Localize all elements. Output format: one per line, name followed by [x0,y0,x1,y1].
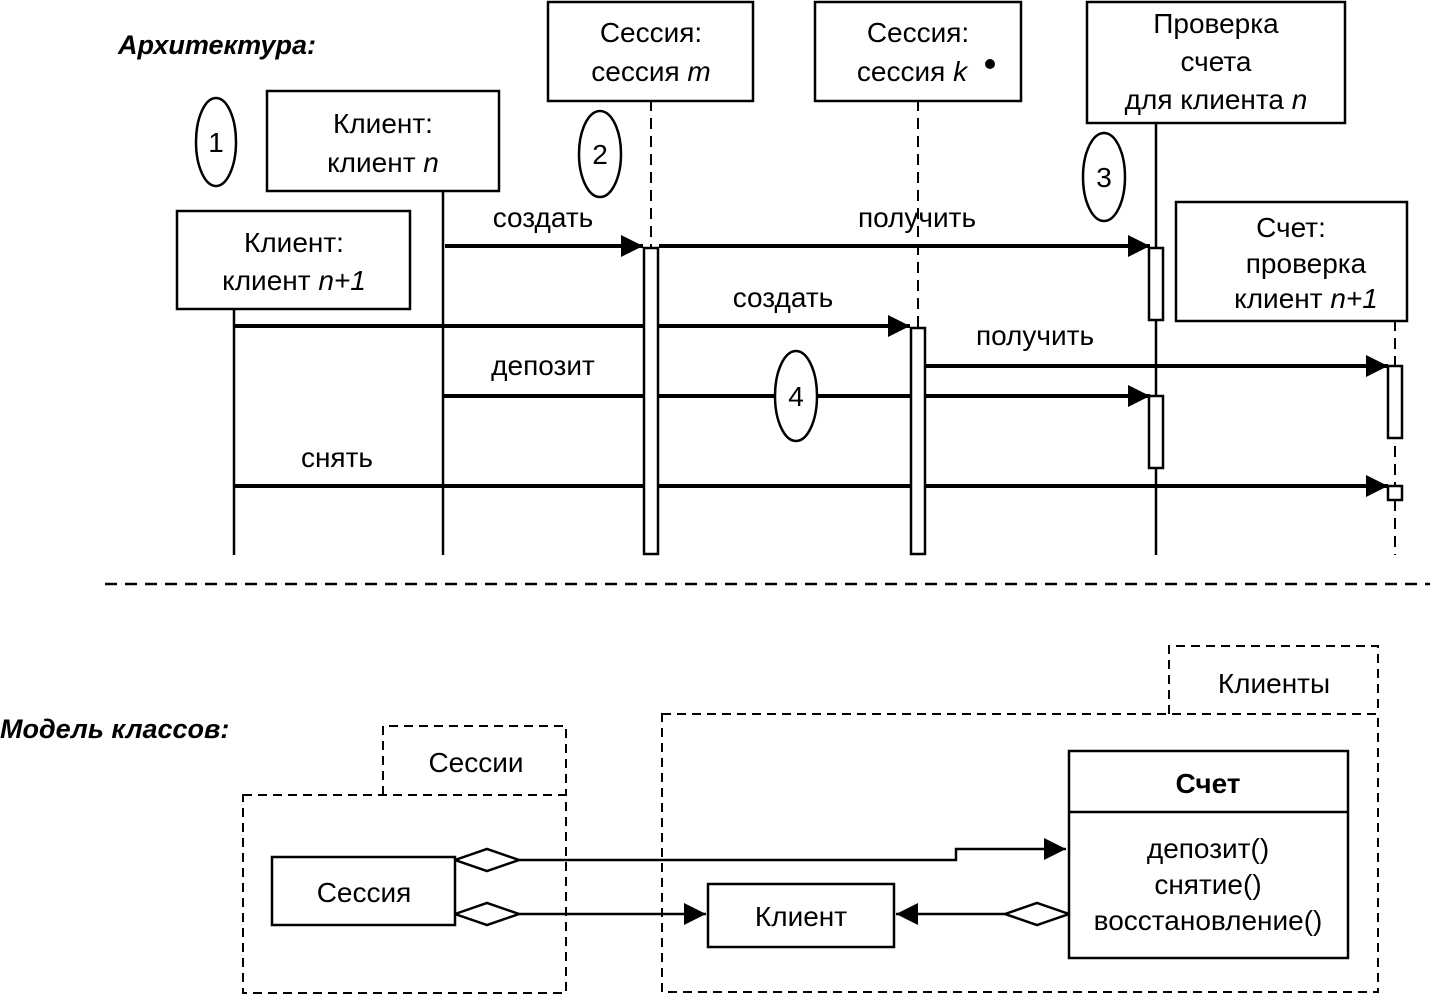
object-account-line2: проверка [1246,248,1367,279]
label-withdraw: снять [301,442,373,473]
object-account-line3: клиент [1234,283,1330,314]
class-account: Счет депозит() снятие() восстановление() [1067,749,1350,960]
marker-2: 2 [577,109,623,199]
activation-account-2 [1386,484,1404,502]
svg-text:сессия k: сессия k [857,56,969,87]
object-client-n: Клиент: клиент n [265,89,501,193]
svg-text:клиент n+1: клиент n+1 [1234,283,1378,314]
package-sessions-label: Сессии [428,747,523,778]
object-client-n-line1: Клиент: [333,108,433,139]
svg-text:4: 4 [788,381,804,412]
class-account-op-deposit: депозит() [1147,833,1269,864]
package-sessions: Сессии [242,725,567,994]
association-session-account [519,838,1066,862]
object-session-m-line2: сессия [591,56,687,87]
object-session-k-line2: сессия [857,56,953,87]
label-create-1: создать [493,202,594,233]
activation-session-m [642,246,660,556]
marker-4: 4 [773,349,819,443]
svg-text:клиент n+1: клиент n+1 [222,265,366,296]
object-client-n-var: n [423,147,439,178]
object-client-n1-var: n+1 [318,265,366,296]
svg-text:клиент n: клиент n [327,147,439,178]
object-client-n1: Клиент: клиент n+1 [175,209,412,311]
class-session-name: Сессия [317,877,412,908]
label-get-1: получить [858,202,976,233]
aggregation-diamond-session-client [451,901,523,927]
package-clients-label: Клиенты [1218,668,1330,699]
object-session-k-var: k [953,56,969,87]
label-create-2: создать [733,282,834,313]
label-deposit: депозит [491,350,595,381]
label-get-2: получить [976,320,1094,351]
architecture-heading: Архитектура: [117,30,316,60]
class-client-name: Клиент [755,901,847,932]
object-account-var: n+1 [1330,283,1378,314]
object-check-n-line3: для клиента [1125,84,1292,115]
activation-check-n-2 [1147,394,1165,470]
activation-account-1 [1386,364,1404,440]
object-account-line1: Счет: [1256,212,1326,243]
aggregation-diamond-session-account [451,847,523,873]
object-session-k: Сессия: сессия k [813,0,1023,103]
activation-session-k [909,326,927,556]
object-check-n-line2: счета [1181,46,1252,77]
svg-text:1: 1 [208,127,224,158]
object-client-n1-line2: клиент [222,265,318,296]
object-client-n1-line1: Клиент: [244,227,344,258]
class-account-op-withdraw: снятие() [1154,869,1261,900]
class-account-op-restore: восстановление() [1094,905,1323,936]
object-account: Счет: проверка клиент n+1 [1174,200,1409,323]
object-session-m: Сессия: сессия m [546,0,755,103]
class-client: Клиент [706,882,896,949]
object-check-n: Проверка счета для клиента n [1085,0,1347,125]
marker-1: 1 [194,96,238,188]
object-check-n-line1: Проверка [1153,8,1279,39]
class-session: Сессия [270,855,457,927]
object-client-n-line2: клиент [327,147,423,178]
svg-text:сессия m: сессия m [591,56,710,87]
svg-text:3: 3 [1096,162,1112,193]
aggregation-diamond-account-client [1001,901,1073,927]
session-k-dot [985,59,995,69]
object-session-m-var: m [687,56,710,87]
class-model-heading: Модель классов: [0,714,229,744]
package-clients: Клиенты [661,645,1379,993]
object-check-n-var: n [1292,84,1308,115]
marker-3: 3 [1081,131,1127,223]
object-session-k-line1: Сессия: [867,17,969,48]
activation-check-n-1 [1147,246,1165,322]
svg-text:2: 2 [592,139,608,170]
svg-text:для клиента n: для клиента n [1125,84,1308,115]
object-session-m-line1: Сессия: [600,17,702,48]
class-account-name: Счет [1175,768,1240,799]
